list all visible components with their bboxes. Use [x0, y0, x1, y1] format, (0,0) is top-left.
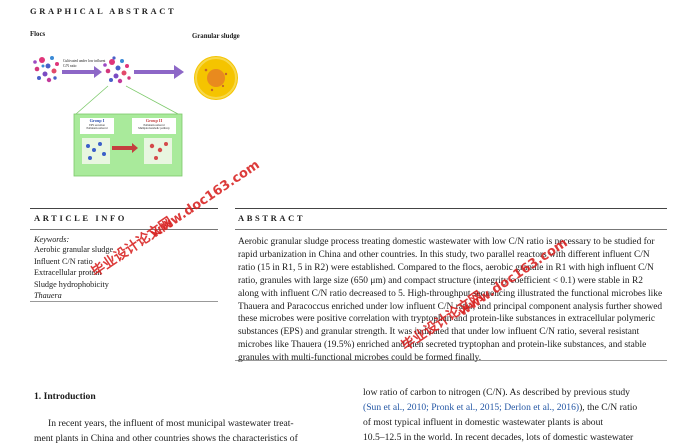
keyword-item: Extracellular protein — [34, 268, 102, 278]
intro-line: ment plants in China and other countries… — [34, 433, 298, 444]
citation-paren: ) — [575, 402, 580, 413]
graphical-abstract-heading: GRAPHICAL ABSTRACT — [30, 6, 177, 16]
abstract-line: rapid urbanization in China and other co… — [238, 249, 650, 260]
arrow-caption: Cultivated under low influent C/N ratio — [63, 59, 106, 68]
abstract-line: along with influent C/N ratio decreased … — [238, 288, 663, 299]
group-2-title: Group II — [145, 118, 163, 123]
keyword-item: Thauera — [34, 291, 62, 301]
introduction-heading: 1. Introduction — [34, 391, 96, 402]
abstract-line: ratio, granules with large size (650 μm)… — [238, 275, 643, 286]
abstract-body: Aerobic granular sludge process treating… — [238, 236, 668, 365]
intro-line: In recent years, the influent of most mu… — [48, 418, 294, 429]
abstract-line: granules with multi-functional microbes … — [238, 353, 482, 364]
graphical-abstract-figure — [33, 56, 238, 177]
granular-sludge-label: Granular sludge — [192, 33, 240, 40]
intro-line: 10.5–12.5 in the world. In recent decade… — [363, 432, 634, 443]
keyword-item: Aerobic granular sludge — [34, 245, 114, 254]
granule-image — [194, 56, 238, 100]
abstract-line: substances (EPS) and granular strength. … — [238, 327, 640, 338]
process-arrow-2 — [134, 65, 184, 79]
keyword-item: Sludge hydrophobicity — [34, 279, 109, 289]
article-info-heading: ARTICLE INFO — [34, 213, 128, 223]
abstract-heading: ABSTRACT — [238, 213, 306, 223]
group-2-subtitle: Pollutants removal Multiple metabolic pa… — [138, 124, 170, 131]
flocs-label: Flocs — [30, 31, 46, 38]
flocs-cluster-image — [33, 56, 59, 83]
keyword-item: Influent C/N ratio — [34, 256, 93, 266]
abstract-line: Aerobic granular sludge process treating… — [238, 237, 655, 247]
intro-line: of most typical influent in domestic was… — [363, 417, 604, 428]
citation-link[interactable]: Sun et al., 2010; Pronk et al., 2015; De… — [366, 402, 576, 413]
process-arrow-1 — [62, 66, 102, 78]
group-2-box — [132, 118, 176, 134]
intro-line: low ratio of carbon to nitrogen (C/N). A… — [363, 387, 630, 398]
abstract-line: ratio (15 in R1, 5 in R2) were establish… — [238, 262, 654, 273]
keywords-section: Keywords: Aerobic granular sludge Influe… — [34, 235, 113, 302]
abstract-line: Thauera and Paracoccus enriched under lo… — [238, 301, 663, 312]
citation-trail: ), the C/N ratio — [579, 402, 638, 413]
abstract-line: these microbes were positive correlation… — [238, 314, 656, 325]
intro-right-column: low ratio of carbon to nitrogen (C/N). A… — [363, 385, 668, 445]
group-1-title: Group I — [89, 118, 105, 123]
mid-cluster-image — [103, 56, 131, 84]
group-1-box — [80, 118, 114, 134]
intro-left-column: In recent years, the influent of most mu… — [34, 416, 339, 446]
keywords-label: Keywords: — [34, 235, 70, 244]
intro-line-citation: (Sun et al., 2010; Pronk et al., 2015; D… — [363, 400, 668, 415]
group-1-subtitle: EPS secretion Pollutants removal — [86, 124, 108, 131]
citation-paren: ( — [363, 402, 367, 413]
abstract-line: microbes like Thauera (19.5%) enriched a… — [238, 340, 647, 351]
